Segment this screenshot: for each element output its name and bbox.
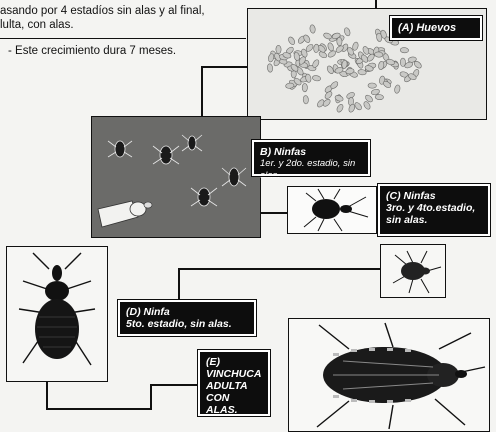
stage-e-line-4: CON ALAS. [206, 392, 238, 416]
stage-e-line-1: (E) [206, 356, 220, 368]
stage-c-label: (C) Ninfas 3ro. y 4to.estadio, sin alas. [377, 183, 491, 237]
stage-c-title: (C) Ninfas [386, 190, 436, 202]
stage-a-title: (A) Huevos [398, 22, 457, 34]
nymph-stage-d-photo [6, 246, 108, 382]
intro-divider [0, 38, 246, 39]
stage-a-label: (A) Huevos [389, 15, 483, 41]
connector-d-e-bottom [46, 408, 152, 410]
connector-b-c [259, 212, 287, 214]
stage-b-subtitle: 1er. y 2do. estadio, sin alas. [260, 158, 356, 181]
connector-top [375, 0, 377, 8]
connector-d-down [178, 268, 180, 304]
intro-line-1: asando por 4 estadíos sin alas y al fina… [0, 5, 205, 17]
stage-e-label: (E) VINCHUCA ADULTA CON ALAS. [197, 349, 271, 417]
connector-e-right [150, 384, 198, 386]
stage-e-line-2: VINCHUCA [206, 368, 262, 380]
nymph-stage-c-illustration [303, 188, 369, 232]
stage-b-label: B) Ninfas 1er. y 2do. estadio, sin alas. [251, 139, 371, 181]
stage-d-line-2: 5to. estadio, sin alas. [126, 318, 232, 330]
stage-d-title: (D) Ninfa [126, 306, 170, 318]
stage-d-label: (D) Ninfa 5to. estadio, sin alas. [117, 299, 257, 337]
connector-e-up [150, 384, 152, 410]
stage-c-line-2: 3ro. y 4to.estadio, [386, 202, 476, 214]
adult-illustration [316, 322, 486, 430]
stage-b-title: B) Ninfas [260, 146, 307, 158]
adult-photo [288, 318, 490, 432]
intro-line-2: lulta, con alas. [0, 19, 74, 31]
stage-c-line-3: sin alas. [386, 214, 428, 226]
nymphs-photo [91, 116, 261, 238]
intro-bullet: - Este crecimiento dura 7 meses. [8, 45, 177, 57]
connector-a-down [201, 66, 203, 116]
stage-e-line-3: ADULTA [206, 380, 248, 392]
connector-d-e-vertical [46, 380, 48, 410]
connector-c-d [178, 268, 380, 270]
nymph-stage-c2-illustration [392, 250, 442, 294]
nymph-stage-c2-photo [380, 244, 446, 298]
nymph-stage-c-photo [287, 186, 377, 234]
connector-a-horizontal [201, 66, 247, 68]
nymph-stage-d-illustration [18, 252, 96, 366]
nymphs-illustration [92, 117, 260, 237]
